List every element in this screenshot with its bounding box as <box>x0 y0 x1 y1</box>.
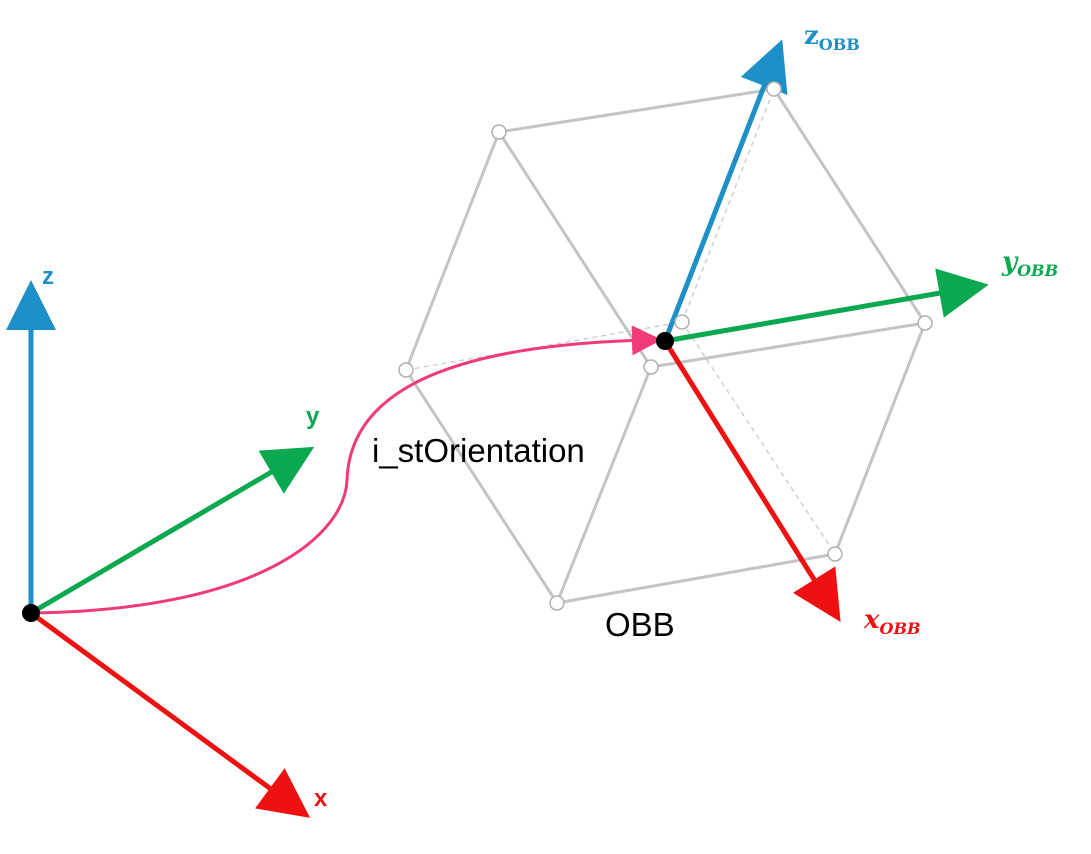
world-z-label: z <box>42 263 54 290</box>
obb-hidden-edges <box>405 88 836 555</box>
obb-vertex <box>549 595 565 611</box>
transform-label: i_stOrientation <box>372 432 585 469</box>
obb-edge <box>555 552 837 605</box>
obb-x-label: xOBB <box>863 605 921 638</box>
obb-vertex <box>643 359 659 375</box>
obb-x-axis <box>662 339 841 622</box>
obb-hidden-edge <box>405 321 683 371</box>
obb-edge <box>649 321 927 369</box>
obb-origin-dot <box>656 332 674 350</box>
obb-x-label-main: x <box>863 605 880 635</box>
obb-vertex <box>827 546 843 562</box>
world-y-label: y <box>306 403 320 430</box>
obb-vertices <box>398 81 933 611</box>
obb-edge <box>404 130 501 372</box>
world-origin-dot <box>22 604 40 622</box>
obb-hidden-edge <box>681 88 775 323</box>
obb-vertex <box>491 124 507 140</box>
obb-edge <box>772 87 927 325</box>
obb-y-label-sub: OBB <box>1017 261 1058 280</box>
obb-y-label: yOBB <box>1001 247 1058 280</box>
obb-frame <box>662 39 989 622</box>
obb-vertex <box>766 81 782 97</box>
obb-z-label: zOBB <box>804 21 860 54</box>
world-x-label: x <box>314 785 328 812</box>
world-x-axis <box>29 610 311 818</box>
world-y-axis <box>29 446 315 616</box>
obb-vertex <box>398 362 414 378</box>
obb-z-axis <box>662 39 788 342</box>
box-label: OBB <box>605 606 675 643</box>
obb-y-label-main: y <box>1001 247 1019 277</box>
obb-y-axis <box>664 268 989 344</box>
obb-vertex <box>674 314 690 330</box>
obb-edge <box>497 130 653 369</box>
obb-x-label-sub: OBB <box>880 619 921 638</box>
obb-z-label-main: z <box>804 21 819 51</box>
orientation-transform-curve <box>31 325 662 615</box>
obb-visible-edges <box>404 87 927 605</box>
obb-z-label-sub: OBB <box>819 35 860 54</box>
obb-vertex <box>917 315 933 331</box>
obb-edge <box>497 87 776 134</box>
obb-edge <box>833 321 927 556</box>
obb-edge <box>404 368 559 605</box>
obb-edge <box>555 365 653 605</box>
world-frame <box>5 280 315 818</box>
obb-hidden-edge <box>681 321 836 555</box>
